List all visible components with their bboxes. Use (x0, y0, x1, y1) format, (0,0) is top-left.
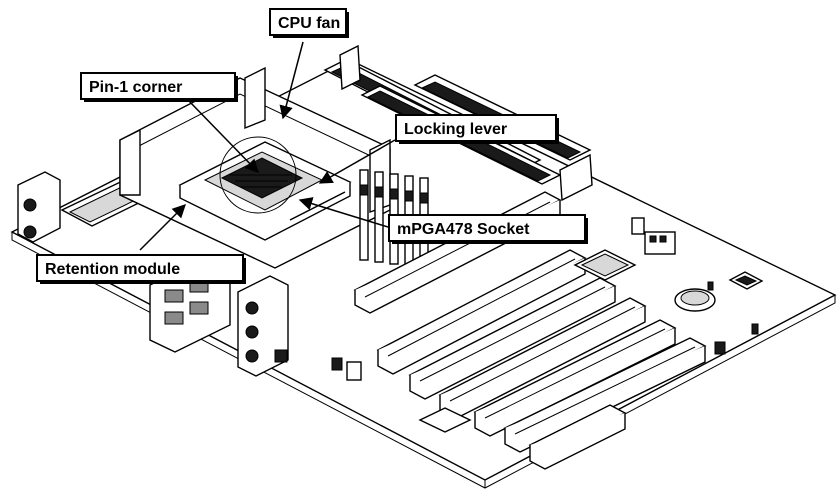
retention-module-label: Retention module (45, 261, 180, 278)
chipsets-and-battery (274, 217, 764, 433)
pin1-highlight (219, 136, 297, 214)
arrow-pointer-icon (318, 139, 396, 184)
arrow-pointer-icon (279, 41, 304, 120)
pci-slots (376, 249, 707, 470)
label-cpu-fan: CPU fan (269, 8, 349, 38)
label-retention-module: Retention module (36, 254, 246, 284)
arrow-pointer-icon (187, 99, 259, 173)
label-locking-lever: Locking lever (395, 114, 559, 144)
pin1-corner-label: Pin-1 corner (89, 79, 182, 96)
arrow-pointer-icon (298, 197, 389, 228)
mpga478-socket-label: mPGA478 Socket (397, 221, 530, 238)
label-pin1-corner: Pin-1 corner (80, 72, 238, 102)
label-mpga478-socket: mPGA478 Socket (388, 214, 588, 244)
locking-lever-label: Locking lever (404, 121, 507, 138)
arrow-pointer-icon (139, 204, 186, 251)
callout-arrows (139, 41, 396, 251)
cpu-fan-label: CPU fan (278, 15, 340, 32)
